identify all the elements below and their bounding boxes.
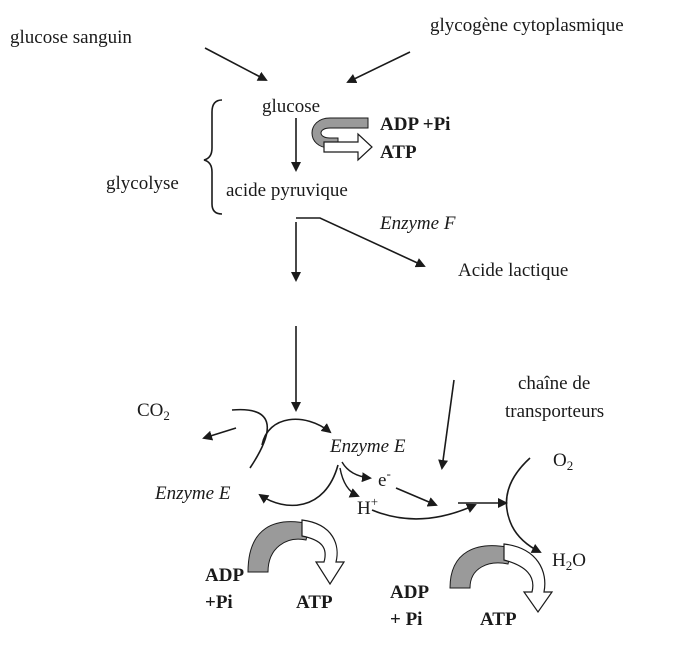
- label-co2: CO2: [137, 400, 170, 423]
- label-glycolysis-adp-pi: ADP +Pi: [380, 114, 451, 135]
- krebs-cycle-right-arc: [258, 464, 339, 507]
- arrow-enzyme-f-lactate: [296, 217, 426, 268]
- chain-atp-outline-arrow: [503, 543, 554, 614]
- label-enzyme-f: Enzyme F: [380, 213, 456, 234]
- label-transporteurs: transporteurs: [505, 401, 605, 422]
- label-electron: e-: [378, 466, 391, 491]
- krebs-adp-shaded-arrow: [247, 521, 311, 573]
- label-acide-lactique: Acide lactique: [458, 260, 569, 281]
- label-enzyme-e-top: Enzyme E: [330, 436, 406, 457]
- label-glycolyse: glycolyse: [106, 173, 179, 194]
- arrow-oxygen-to-water: [505, 457, 542, 553]
- label-h2o: H2O: [552, 550, 586, 573]
- label-krebs-atp: ATP: [296, 592, 333, 613]
- arrow-proton-to-chain: [371, 503, 477, 520]
- arrow-glycogene: [346, 51, 411, 84]
- label-chain-adp: ADP: [390, 582, 430, 603]
- arrow-chaine-pointer: [438, 379, 455, 470]
- arrow-glucose-sanguin: [204, 47, 268, 81]
- glycolyse-brace: [203, 99, 223, 215]
- label-enzyme-e-left: Enzyme E: [155, 483, 231, 504]
- krebs-cycle-top-arc: [261, 418, 332, 446]
- label-chain-atp: ATP: [480, 609, 517, 630]
- arrow-proton: [339, 467, 360, 498]
- label-glucose: glucose: [262, 96, 321, 117]
- krebs-atp-outline-arrow: [301, 519, 346, 586]
- label-krebs-pi: +Pi: [205, 592, 233, 613]
- label-o2: O2: [553, 450, 574, 473]
- label-proton: H+: [357, 494, 379, 519]
- label-krebs-adp: ADP: [205, 565, 245, 586]
- arrow-electron: [341, 461, 372, 483]
- chain-adp-shaded-arrow: [449, 545, 513, 589]
- label-glycolysis-atp: ATP: [380, 142, 417, 163]
- arrow-co2: [202, 427, 237, 441]
- glycolysis-atp-outline-arrow: [323, 132, 373, 162]
- label-chaine-de: chaîne de: [518, 373, 591, 394]
- label-acide-pyruvique: acide pyruvique: [226, 180, 348, 201]
- arrow-electron-to-chain: [395, 487, 438, 507]
- krebs-cycle-left-arc: [231, 408, 268, 469]
- label-chain-pi: + Pi: [390, 609, 423, 630]
- label-glycogene-cytoplasmique: glycogène cytoplasmique: [430, 15, 624, 36]
- label-glucose-sanguin: glucose sanguin: [10, 27, 132, 48]
